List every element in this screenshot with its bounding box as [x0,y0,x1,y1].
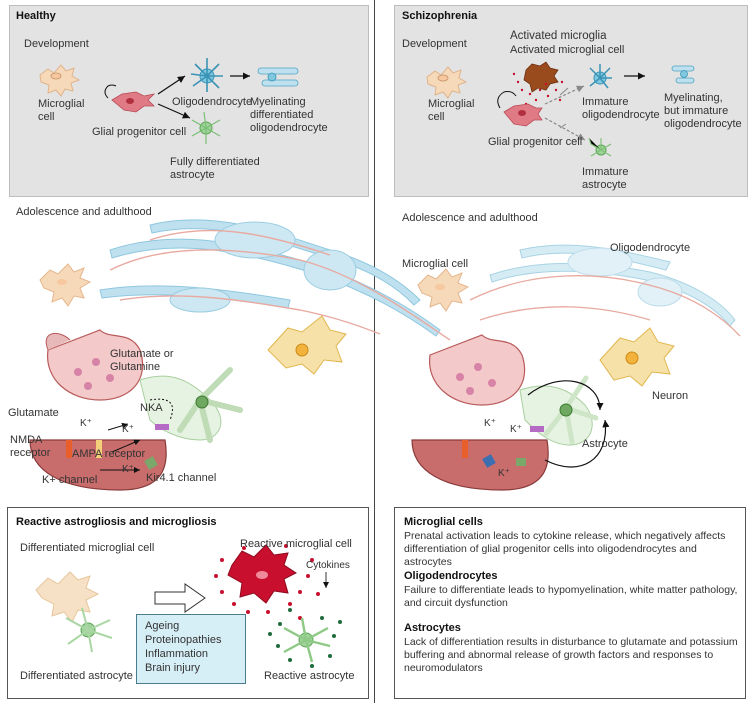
healthy-development-label: Development [24,38,89,50]
schizophrenia-title: Schizophrenia [402,10,478,22]
schizo-adult-microglia-icon [417,268,470,312]
nmda-receptor-label: NMDA receptor [10,434,51,459]
activated-microglial-cell-label: Activated microglial cell [510,44,625,56]
schizo-synaptic-astrocyte [519,375,599,446]
schizo-k-label-1: K⁺ [484,418,496,429]
schizo-astrocyte-label: Astrocyte [582,438,628,450]
immature-oligodendrocyte-label: Immature oligodendrocyte [582,96,660,121]
glutamate-or-glutamine-label: Glutamate or Glutamine [110,348,174,373]
schizo-k-label-3: K⁺ [498,468,510,479]
healthy-development-panel [9,5,369,197]
diff-astrocyte-icon [65,607,113,653]
healthy-myelinating-label: Myelinating differentiated oligodendrocy… [250,96,328,134]
schizo-microglial-adult-label: Microglial cell [402,258,469,270]
reactive-title: Reactive astrogliosis and microgliosis [16,516,217,528]
healthy-oligodendrocyte-label: Oligodendrocyte [172,96,253,108]
immature-oligodendrocyte-icon [589,64,612,89]
schizo-postsynaptic-terminal [411,439,549,491]
schizo-neuron-icon [599,327,675,387]
healthy-microglial-label: Microglial cell [38,98,85,123]
causes-box: Ageing Proteinopathies Inflammation Brai… [136,614,246,684]
schizo-glial-progenitor-icon [497,91,543,127]
healthy-glial-progenitor-icon [104,84,156,113]
healthy-adolescence-label: Adolescence and adulthood [16,206,152,218]
schizo-microglial-cell-icon [426,66,468,99]
myelinating-immature-label: Myelinating, but immature oligodendrocyt… [664,92,742,130]
healthy-astrocyte-label: Fully differentiated astrocyte [170,156,260,181]
reactive-astrocyte-label: Reactive astrocyte [264,670,355,682]
healthy-k-label-1: K⁺ [80,418,92,429]
k-channel-label: K+ channel [42,474,98,486]
healthy-axon-lines [109,229,451,341]
cause-brain-injury: Brain injury [145,662,201,674]
healthy-myelinating-oligodendrocyte-icon [257,67,299,87]
cause-inflammation: Inflammation [145,648,208,660]
activated-microglia-icon [512,61,564,106]
glutamate-label: Glutamate [8,407,59,419]
healthy-presynaptic-terminal [45,329,144,401]
schizo-adolescence-label: Adolescence and adulthood [402,212,538,224]
summary-microglial-text: Prenatal activation leads to cytokine re… [404,530,726,568]
summary-microglial-title: Microglial cells [404,516,483,528]
healthy-glial-progenitor-label: Glial progenitor cell [92,126,187,138]
kir-channel-label: Kir4.1 channel [146,472,217,484]
cause-proteinopathies: Proteinopathies [145,634,222,646]
healthy-oligodendrocyte-icon [190,58,223,92]
schizo-microglial-label: Microglial cell [428,98,475,123]
healthy-title: Healthy [16,10,56,22]
reactive-microglial-icon [214,544,320,622]
healthy-astrocyte-icon [191,111,221,144]
healthy-k-label-2: K⁺ [122,424,134,435]
summary-astro-text: Lack of differentiation results in distu… [404,636,738,674]
schizo-feedback-loops [527,380,610,468]
transition-arrow-icon [154,583,206,613]
schizo-axon-lines [469,275,741,337]
healthy-neuron-icon [267,315,347,375]
schizo-k-label-2: K⁺ [510,424,522,435]
schizo-receptors [462,426,544,468]
diff-microglial-icon [35,571,100,623]
healthy-microglial-cell-icon [39,64,81,97]
schizo-oligodendrocyte-label: Oligodendrocyte [610,242,691,254]
schizo-presynaptic-terminal [429,334,526,406]
summary-box [394,507,746,699]
ampa-receptor-label: AMPA receptor [72,448,146,460]
center-divider [374,0,375,703]
summary-astro-title: Astrocytes [404,622,461,634]
reactive-astrocyte-icon [268,608,342,668]
immature-astrocyte-label: Immature astrocyte [582,166,629,191]
immature-myelinating-oligodendrocyte-icon [671,65,695,84]
schizo-neuron-label: Neuron [652,390,689,402]
diff-microglial-label: Differentiated microglial cell [20,542,155,554]
immature-astrocyte-icon [588,137,612,157]
reactive-microglial-label: Reactive microglial cell [240,538,352,550]
summary-oligo-text: Failure to differentiate leads to hypomy… [404,584,738,609]
schizo-glial-progenitor-label: Glial progenitor cell [488,136,583,148]
summary-oligo-title: Oligodendrocytes [404,570,498,582]
schizo-development-label: Development [402,38,467,50]
healthy-glutamate-arrows [100,398,173,473]
healthy-k-label-3: K⁺ [122,464,134,475]
cause-ageing: Ageing [145,620,180,632]
healthy-adult-microglia-icon [39,263,92,307]
cytokines-label: Cytokines [306,560,350,571]
diff-astrocyte-label: Differentiated astrocyte [20,670,133,682]
healthy-receptors [66,424,169,470]
schizophrenia-development-panel [394,5,748,197]
healthy-postsynaptic-terminal [29,439,167,491]
nka-label: NKA [140,402,163,414]
activated-microglia-label: Activated microglia [510,30,607,42]
